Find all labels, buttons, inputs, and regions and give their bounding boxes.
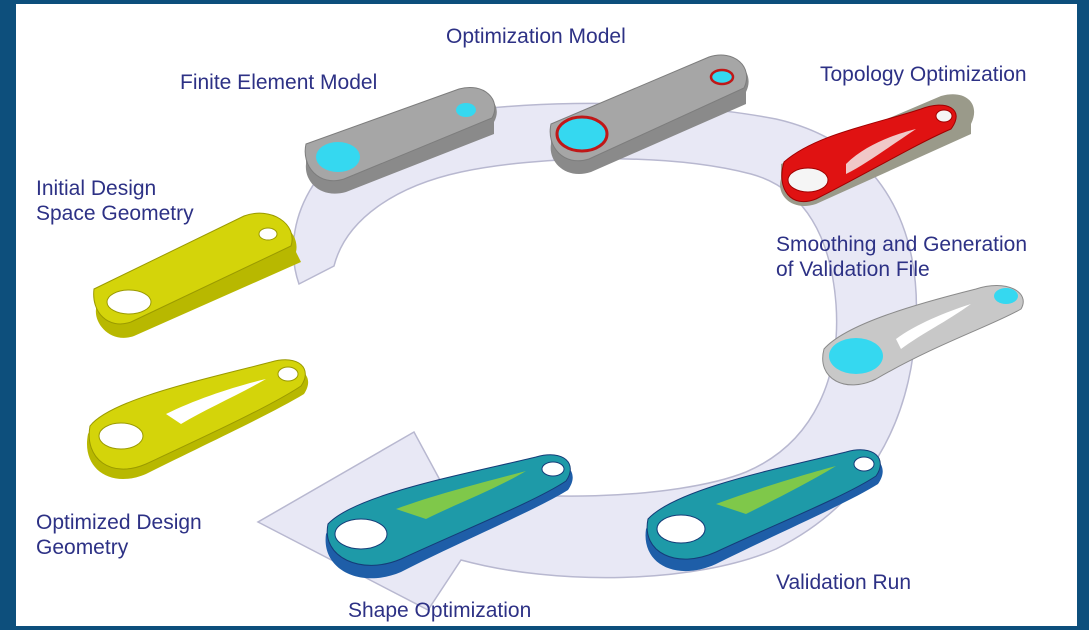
stage-label-optimized: Optimized Design Geometry — [36, 510, 202, 560]
stage-label-line: of Validation File — [776, 258, 930, 281]
optimized-part-icon — [86, 359, 309, 480]
stage-label-line: Topology Optimization — [820, 63, 1027, 86]
validation-part-icon — [645, 449, 883, 572]
stage-label-line: Finite Element Model — [180, 71, 378, 94]
stage-label-line: Validation Run — [776, 571, 912, 594]
stage-label-line: Smoothing and Generation — [776, 233, 1028, 256]
stage-label-validation: Validation Run — [776, 570, 911, 595]
stage-label-initial: Initial Design Space Geometry — [36, 176, 194, 226]
stage-label-shape: Shape Optimization — [348, 598, 531, 623]
smooth-part-icon — [822, 285, 1024, 386]
stage-label-line: Optimization Model — [446, 25, 626, 48]
shape-part-icon — [325, 454, 573, 579]
cycle-diagram — [86, 54, 1024, 611]
finite-element-part-icon — [304, 87, 497, 194]
optimization-model-part-icon — [549, 54, 749, 174]
stage-label-line: Geometry — [36, 536, 129, 559]
stage-label-finite-element: Finite Element Model — [180, 70, 377, 95]
stage-label-line: Shape Optimization — [348, 599, 532, 622]
stage-label-topology: Topology Optimization — [820, 62, 1027, 87]
topology-part-icon — [780, 94, 975, 206]
stage-label-optimization-model: Optimization Model — [446, 24, 626, 49]
stage-label-line: Space Geometry — [36, 202, 194, 225]
stage-label-smoothing: Smoothing and Generation of Validation F… — [776, 232, 1027, 282]
diagram-frame: Initial Design Space Geometry Finite Ele… — [16, 4, 1077, 626]
stage-label-line: Initial Design — [36, 177, 157, 200]
initial-part-icon — [93, 212, 302, 338]
stage-label-line: Optimized Design — [36, 511, 202, 534]
